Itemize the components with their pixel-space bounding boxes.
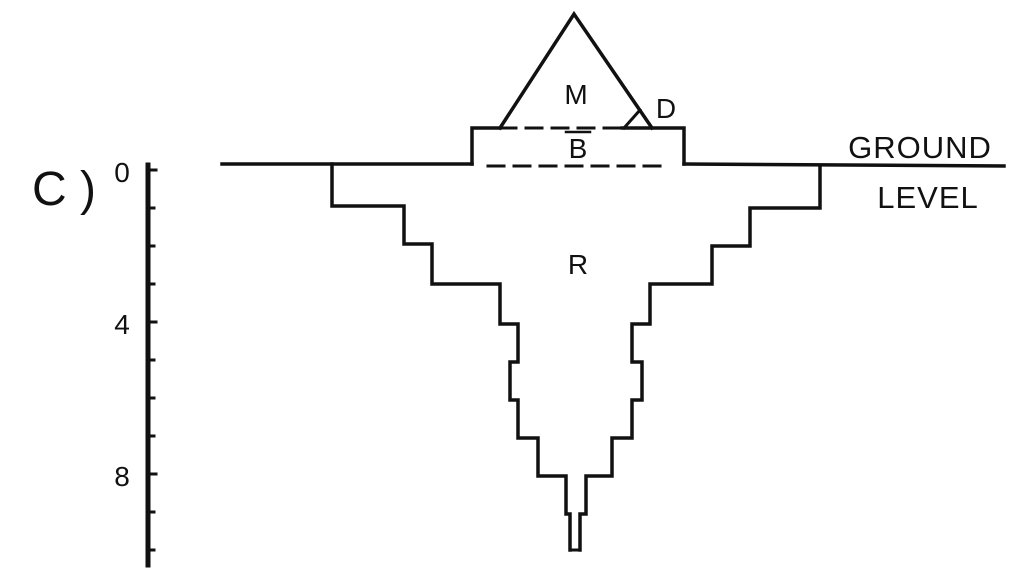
scale-label-4: 4	[114, 309, 130, 340]
mound-triangle	[500, 14, 652, 128]
scale-label-0: 0	[114, 157, 130, 188]
ditch-wedge	[624, 110, 640, 128]
region-label-base: B	[569, 133, 588, 164]
ground-label-line2: LEVEL	[877, 180, 979, 215]
root-outline-left	[332, 164, 570, 550]
ground-label-line1: GROUND	[848, 130, 992, 165]
root-outline-right	[580, 166, 820, 550]
base-block-right	[622, 128, 684, 164]
base-block-left	[472, 128, 500, 164]
region-label-ditch: D	[656, 93, 676, 124]
region-label-mound: M	[564, 79, 587, 110]
region-label-root: R	[568, 249, 588, 280]
scale-label-8: 8	[114, 461, 130, 492]
panel-label: C )	[32, 163, 96, 216]
